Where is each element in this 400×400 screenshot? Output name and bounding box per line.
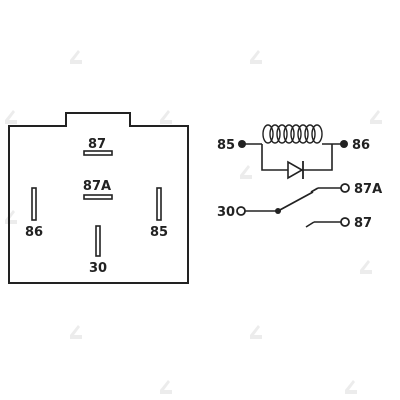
pin-30-label: 30 xyxy=(89,261,107,276)
watermark-logo-icon xyxy=(5,210,17,224)
relay-footprint: 87 87A 86 85 30 xyxy=(8,112,189,284)
terminal-85-label: 85 xyxy=(217,138,235,153)
watermark-logo-icon xyxy=(250,325,262,339)
pin-86-label: 86 xyxy=(25,225,43,240)
watermark-logo-icon xyxy=(370,110,382,124)
pin-30-slot xyxy=(95,225,101,257)
watermark-logo-icon xyxy=(250,50,262,64)
relay-schematic: 85 86 87A 30 xyxy=(217,124,382,231)
pin-87-slot xyxy=(83,150,113,156)
terminal-30-label: 30 xyxy=(217,205,235,220)
watermark-logo-icon xyxy=(70,325,82,339)
terminal-87a-label: 87A xyxy=(354,182,382,197)
terminal-87-label: 87 xyxy=(354,216,372,231)
coil-icon xyxy=(262,124,323,144)
pin-87a-label: 87A xyxy=(83,179,111,194)
contact-87a-line xyxy=(310,187,319,193)
terminal-87a-dot xyxy=(340,183,350,193)
switch-arm-icon xyxy=(277,191,314,212)
watermark-logo-icon xyxy=(160,110,172,124)
watermark-logo-icon xyxy=(70,50,82,64)
pin-85-slot xyxy=(156,187,162,221)
pin-87-label: 87 xyxy=(88,137,106,152)
watermark-pattern xyxy=(5,50,382,394)
watermark-logo-icon xyxy=(240,165,252,179)
contact-87-line xyxy=(305,221,315,228)
terminal-87-dot xyxy=(340,217,350,227)
pin-87a-slot xyxy=(83,194,113,200)
diode-icon xyxy=(287,160,304,180)
pin-86-slot xyxy=(31,187,37,221)
watermark-logo-icon xyxy=(345,380,357,394)
watermark-logo-icon xyxy=(160,380,172,394)
watermark-logo-icon xyxy=(5,110,17,124)
terminal-86-label: 86 xyxy=(352,138,370,153)
watermark-logo-icon xyxy=(360,260,372,274)
diode-loop-wire xyxy=(261,144,333,171)
terminal-30-dot xyxy=(236,206,246,216)
relay-housing-outline xyxy=(8,112,189,284)
pin-85-label: 85 xyxy=(150,225,168,240)
